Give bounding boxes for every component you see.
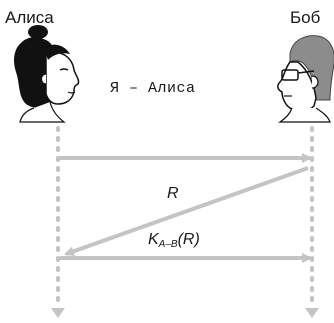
bob-name: Боб	[290, 8, 320, 28]
message-1-label: Я – Алиса	[110, 80, 196, 97]
message-3-label-subscript: A–B	[159, 239, 178, 250]
bob-lifeline-arrowhead	[305, 308, 319, 318]
message-3-label-main: K	[148, 231, 159, 248]
alice-portrait-icon	[14, 25, 79, 122]
message-3-label-argument: (R)	[178, 231, 200, 248]
alice-lifeline-arrowhead	[51, 308, 65, 318]
alice-name: Алиса	[5, 8, 54, 28]
message-2-label: R	[167, 185, 179, 203]
message-3-label: KA–B(R)	[148, 231, 200, 250]
bob-portrait-icon	[278, 36, 334, 122]
